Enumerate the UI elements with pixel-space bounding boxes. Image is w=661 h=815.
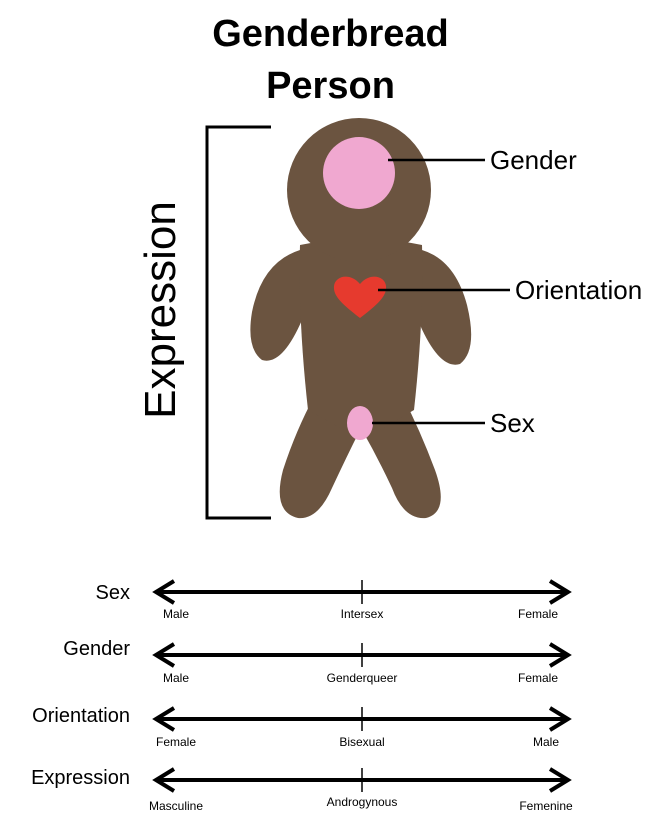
sex-callout-label: Sex (490, 408, 535, 438)
scale-title: Gender (63, 638, 130, 660)
scale-right-label: Female (518, 607, 558, 621)
orientation-callout-label: Orientation (515, 275, 642, 305)
scale-left-label: Female (156, 735, 196, 749)
gender-mark (323, 137, 395, 209)
scale-right-label: Male (533, 735, 559, 749)
scale-expression: Expression Masculine Androgynous Femenin… (31, 767, 573, 813)
torso (300, 239, 423, 431)
scale-middle-label: Androgynous (327, 795, 398, 809)
scale-middle-label: Bisexual (339, 735, 384, 749)
scale-left-label: Masculine (149, 799, 203, 813)
scale-title: Sex (96, 582, 130, 604)
scale-sex: Sex Male Intersex Female (96, 580, 568, 621)
scale-right-label: Female (518, 671, 558, 685)
expression-side-label: Expression (136, 201, 185, 419)
scale-gender: Gender Male Genderqueer Female (63, 638, 568, 685)
scale-left-label: Male (163, 607, 189, 621)
scale-right-label: Femenine (519, 799, 573, 813)
sex-mark (347, 406, 373, 440)
scale-orientation: Orientation Female Bisexual Male (32, 705, 568, 749)
scale-middle-label: Intersex (341, 607, 384, 621)
scale-title: Orientation (32, 705, 130, 727)
scale-title: Expression (31, 767, 130, 789)
gender-callout-label: Gender (490, 145, 577, 175)
scale-left-label: Male (163, 671, 189, 685)
scale-middle-label: Genderqueer (327, 671, 398, 685)
